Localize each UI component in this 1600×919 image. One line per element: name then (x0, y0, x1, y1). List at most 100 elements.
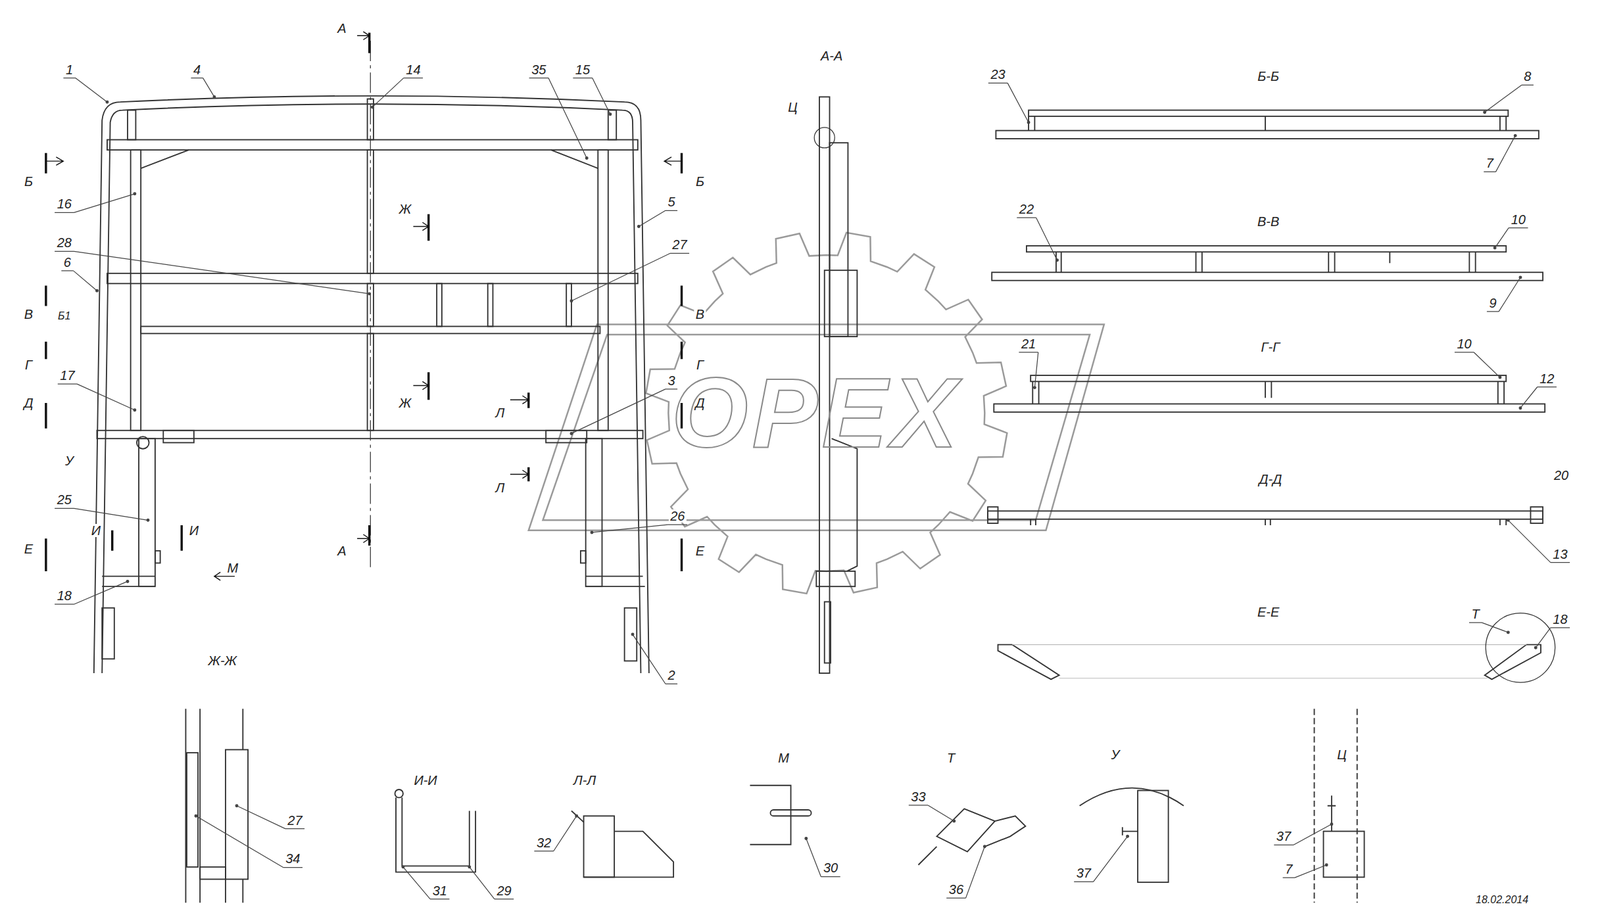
leader-line (1273, 824, 1332, 846)
leader-line (372, 78, 423, 108)
section-mark: Ц (786, 100, 800, 114)
leader-dot (575, 814, 579, 818)
callout-number: 28 (55, 236, 73, 250)
section-mark: Г-Г (1260, 340, 1282, 354)
leader-line (572, 78, 611, 115)
callout-number: 37 (1075, 866, 1093, 880)
leader-line (638, 210, 678, 227)
leader-line (1018, 352, 1038, 388)
leader-line (54, 193, 135, 214)
leader-line (54, 251, 370, 294)
leader-dot (1506, 518, 1510, 522)
leader-line (57, 384, 135, 411)
callout-number: 8 (1522, 69, 1533, 83)
section-mark: И (90, 524, 102, 538)
leader-dot (133, 192, 137, 196)
callout-number: 18 (55, 589, 73, 603)
leader-dot (194, 814, 198, 818)
leader-line (1520, 387, 1557, 409)
section-mark: В-В (1256, 215, 1281, 229)
leader-dot (1126, 835, 1130, 838)
leader-line (1535, 628, 1570, 648)
leader-line (54, 508, 148, 521)
watermark-logo (528, 232, 1105, 594)
main-view (94, 40, 650, 674)
section-mark: Ж-Ж (207, 654, 239, 668)
small-note: 18.02.2014 (1474, 895, 1530, 906)
callout-number: 14 (404, 63, 422, 77)
section-mark: И-И (412, 774, 438, 788)
callout-number: 13 (1551, 547, 1569, 561)
leader-dot (1519, 276, 1522, 279)
leader-dot (1519, 407, 1522, 410)
leader-dot (1513, 134, 1517, 138)
section-mark: Г (23, 358, 34, 372)
detail-views (185, 708, 1364, 903)
callout-number: 9 (1488, 296, 1499, 310)
callout-number: 29 (495, 884, 513, 898)
leader-dot (235, 804, 239, 808)
callout-number: 5 (666, 195, 677, 209)
leader-dot (983, 845, 986, 849)
section-mark: И (188, 524, 200, 538)
leader-dot (368, 292, 371, 296)
watermark: ОРЕХ (670, 363, 963, 463)
cut-marks (46, 32, 682, 572)
section-mark: Л-Л (572, 774, 598, 788)
section-mark: Л (493, 406, 506, 420)
leader-lines (54, 78, 1570, 900)
callout-number: 23 (989, 67, 1007, 81)
leader-dot (96, 289, 99, 292)
leader-line (469, 867, 514, 900)
leader-line (236, 806, 305, 830)
leader-dot (213, 96, 216, 99)
section-mark: Е (694, 544, 706, 558)
leader-dot (371, 105, 375, 109)
leader-dot (637, 225, 640, 229)
section-mark: Ц (1335, 748, 1349, 762)
leader-dot (1534, 646, 1537, 650)
leader-dot (1498, 376, 1502, 379)
callout-number: 36 (947, 883, 965, 897)
leader-line (632, 634, 678, 684)
callout-number: 30 (822, 861, 840, 875)
leader-dot (1056, 259, 1059, 262)
leader-line (63, 78, 108, 103)
section-mark: М (776, 751, 791, 765)
callout-number: 12 (1538, 372, 1556, 386)
callout-number: 26 (668, 509, 686, 523)
callout-number: 17 (58, 368, 76, 383)
leader-line (946, 847, 985, 899)
section-mark: Е-Е (1256, 605, 1281, 619)
section-mark: В (23, 307, 35, 321)
callout-number: 27 (286, 814, 304, 828)
callout-number: 2 (666, 668, 677, 682)
leader-dot (570, 432, 573, 436)
callout-number: 1 (64, 63, 75, 77)
section-mark: У (63, 454, 75, 468)
leader-line (591, 524, 688, 533)
callout-number: 31 (431, 884, 449, 898)
leader-line (1454, 352, 1501, 378)
section-mark: Ж (397, 202, 413, 216)
callout-number: 10 (1455, 337, 1474, 351)
leader-dot (952, 820, 956, 823)
callout-number: 4 (192, 63, 202, 77)
leader-line (908, 805, 955, 822)
section-mark: Е (23, 542, 35, 556)
leader-line (529, 78, 588, 159)
leader-dot (570, 299, 573, 303)
section-mark: Д-Д (1257, 472, 1284, 486)
section-mark: Б (23, 174, 35, 189)
section-mark: В (694, 307, 706, 321)
cut-arrows (46, 31, 682, 581)
leader-dot (608, 113, 612, 116)
leader-line (571, 389, 678, 435)
leader-dot (585, 157, 588, 160)
section-mark: Б (694, 174, 706, 189)
callout-number: 37 (1275, 829, 1293, 844)
section-mark: А-А (819, 49, 844, 63)
callout-number: 7 (1484, 156, 1495, 170)
section-mark: У (1110, 748, 1122, 762)
callout-number: 22 (1018, 202, 1036, 216)
